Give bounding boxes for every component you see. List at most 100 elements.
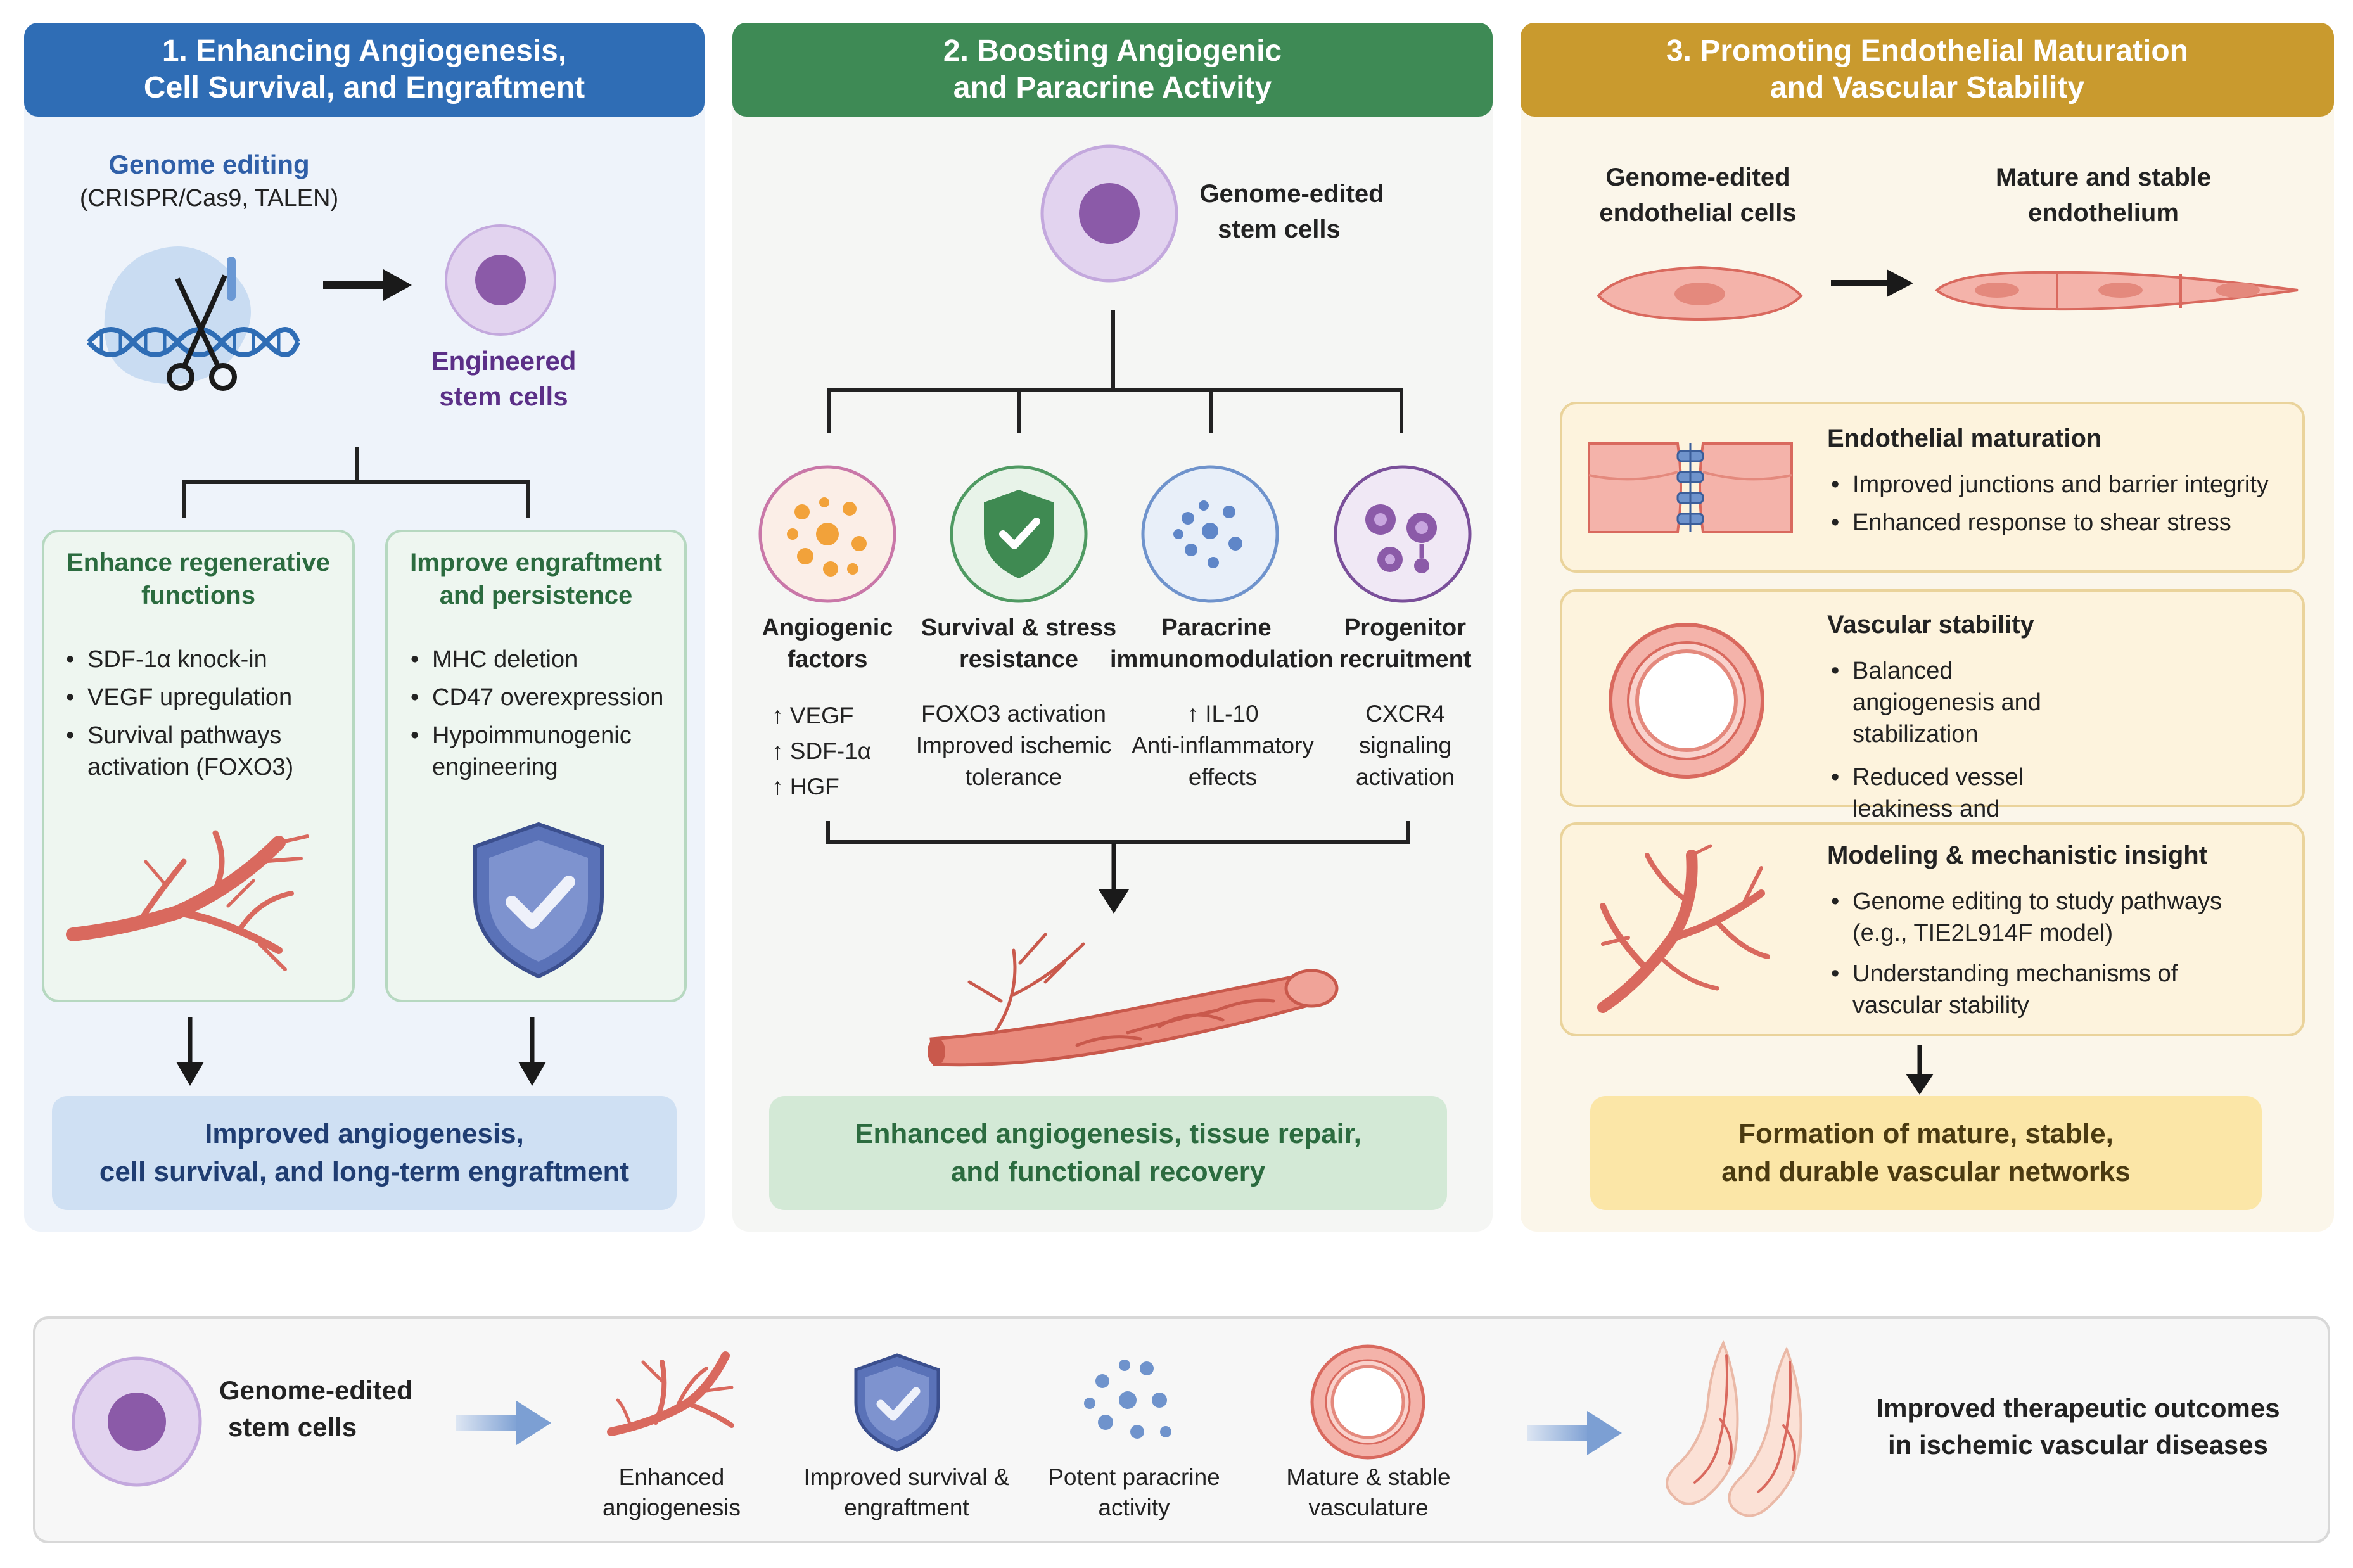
panel-3-title-line2: and Vascular Stability	[1770, 71, 2085, 105]
connector	[1400, 388, 1403, 433]
panel-1-title-line1: 1. Enhancing Angiogenesis,	[162, 34, 567, 68]
stem-cell-icon	[72, 1356, 202, 1487]
panel-3-title-line1: 3. Promoting Endothelial Maturation	[1666, 34, 2188, 68]
detail-line: ↑ VEGF	[772, 703, 854, 729]
connector	[1406, 821, 1410, 843]
cells-line1: Genome-edited	[219, 1375, 413, 1405]
engineered-line1: Engineered	[431, 346, 577, 376]
arrow-down-icon	[1906, 1045, 1934, 1095]
item-line2: engraftment	[844, 1495, 969, 1520]
detail-line: Improved ischemic	[915, 732, 1112, 758]
junction-icon	[1588, 442, 1793, 533]
outcome-line1: Enhanced angiogenesis, tissue repair,	[855, 1118, 1361, 1149]
blood-vessel-icon	[928, 933, 1339, 1067]
paracrine-dots-icon	[1084, 1360, 1171, 1439]
left-line2: endothelial cells	[1599, 199, 1797, 227]
col-details: ↑ VEGF ↑ SDF-1α ↑ HGF	[772, 698, 911, 805]
improve-engraftment-title: Improve engraftment and persistence	[392, 546, 680, 612]
engineered-line2: stem cells	[439, 381, 568, 411]
list-item: Hypoimmunogenic engineering	[411, 720, 680, 783]
detail-line: Anti-inflammatory	[1132, 732, 1314, 758]
paracrine-dots-icon	[1141, 465, 1279, 603]
label-line1: Angiogenic	[762, 615, 893, 641]
panel-2-title-line1: 2. Boosting Angiogenic	[943, 34, 1282, 68]
vessel-tree-icon	[1597, 844, 1770, 1013]
label-line1: Survival & stress	[921, 615, 1117, 641]
label-line2: factors	[787, 646, 868, 673]
genome-edited-stem-cells-label: Genome-edited stem cells	[1194, 176, 1403, 247]
list-item: CD47 overexpression	[411, 682, 680, 713]
summary-item: Potent paracrine activity	[1026, 1462, 1242, 1523]
connector	[182, 480, 530, 484]
panel-1-title-line2: Cell Survival, and Engraftment	[143, 71, 585, 105]
label-line2: immunomodulation	[1110, 646, 1334, 673]
label-line2: resistance	[959, 646, 1078, 673]
col-details: ↑ IL-10 Anti-inflammatory effects	[1121, 698, 1324, 793]
panel-2-outcome: Enhanced angiogenesis, tissue repair,and…	[769, 1096, 1447, 1210]
engineered-stem-cells-label: Engineered stem cells	[399, 343, 608, 414]
title-line1: Improve engraftment	[410, 549, 662, 577]
list-item: SDF-1α knock-in	[66, 644, 336, 675]
detail-line: ↑ HGF	[772, 774, 839, 800]
right-line1: Mature and stable	[1995, 163, 2212, 191]
detail-line: ↑ SDF-1α	[772, 738, 872, 764]
connector	[827, 388, 1403, 392]
item-line1: Mature & stable	[1286, 1464, 1451, 1490]
arrow-down-icon	[518, 1017, 546, 1086]
endothelial-cell-icon	[1597, 265, 1803, 321]
detail-line: FOXO3 activation	[921, 701, 1106, 727]
summary-item: Enhanced angiogenesis	[570, 1462, 773, 1523]
mature-endothelium-label: Mature and stable endothelium	[1977, 160, 2230, 231]
detail-line: activation	[1355, 764, 1455, 790]
label-line1: Paracrine	[1161, 615, 1272, 641]
arrow-down-icon	[176, 1017, 204, 1086]
right-line2: endothelium	[2028, 199, 2179, 227]
survival-shield-icon	[950, 465, 1088, 603]
summary-item: Improved survival & engraftment	[789, 1462, 1024, 1523]
angiogenic-factors-icon	[758, 465, 896, 603]
outcome-line1: Improved angiogenesis,	[205, 1118, 524, 1149]
arrow-icon	[1831, 269, 1913, 297]
cells-line2: stem cells	[228, 1412, 357, 1442]
connector	[182, 480, 186, 518]
angiogenesis-icon	[607, 1351, 734, 1436]
connector	[1017, 388, 1021, 433]
box-list: Improved junctions and barrier integrity…	[1822, 469, 2291, 545]
vessel-ring-icon	[1609, 623, 1764, 779]
enhance-regenerative-list: SDF-1α knock-in VEGF upregulation Surviv…	[57, 644, 336, 789]
arrow-icon	[323, 269, 412, 301]
box-title: Endothelial maturation	[1827, 424, 2102, 452]
cells-line2: stem cells	[1218, 215, 1341, 243]
mature-endothelium-icon	[1934, 271, 2299, 311]
final-line1: Improved therapeutic outcomes	[1876, 1393, 2280, 1423]
connector	[355, 447, 359, 482]
enhance-regenerative-title: Enhance regenerative functions	[51, 546, 346, 612]
dna-scissors-icon	[86, 246, 300, 391]
detail-line: effects	[1188, 764, 1258, 790]
box-list: Genome editing to study pathways (e.g., …	[1822, 886, 2266, 1028]
outcome-line2: and durable vascular networks	[1721, 1156, 2131, 1187]
item-line2: vasculature	[1308, 1495, 1429, 1520]
genome-tools-label: (CRISPR/Cas9, TALEN)	[79, 185, 339, 212]
box-title: Modeling & mechanistic insight	[1827, 841, 2208, 869]
col-label: Angiogenic factors	[745, 612, 910, 675]
item-line1: Improved survival &	[803, 1464, 1010, 1490]
detail-line: tolerance	[965, 764, 1062, 790]
label-line2: recruitment	[1339, 646, 1472, 673]
title-line2: functions	[141, 582, 255, 609]
item-line2: activity	[1098, 1495, 1170, 1520]
connector	[826, 840, 1410, 844]
arrow-down-icon	[1099, 843, 1129, 914]
col-label: Survival & stress resistance	[919, 612, 1119, 675]
panel-3-outcome: Formation of mature, stable,and durable …	[1590, 1096, 2262, 1210]
progenitor-cells-icon	[1334, 465, 1472, 603]
cells-line1: Genome-edited	[1199, 180, 1384, 208]
list-item: VEGF upregulation	[66, 682, 336, 713]
engineered-stem-cell-icon	[445, 224, 556, 336]
detail-line: CXCR4	[1365, 701, 1445, 727]
shield-check-icon	[473, 822, 604, 979]
vessel-branch-icon	[66, 830, 309, 971]
genome-editing-label: Genome editing	[108, 150, 310, 179]
